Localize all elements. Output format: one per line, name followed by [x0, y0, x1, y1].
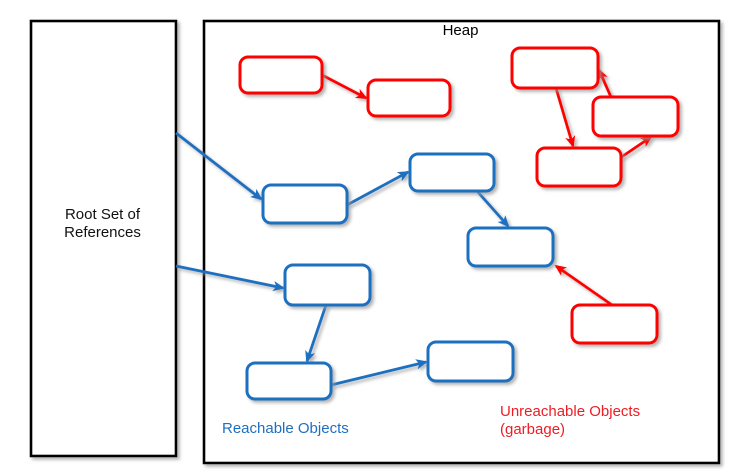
object-node-r4[interactable]: [591, 95, 680, 138]
node-group: [238, 46, 680, 401]
legend-reachable-objects: Reachable Objects: [222, 420, 349, 437]
object-node-r6[interactable]: [570, 303, 659, 345]
reference-arrow-b2-to-b3: [475, 190, 510, 228]
root-set-panel: [29, 19, 178, 458]
reference-arrow-r5-to-r4: [619, 135, 653, 160]
object-node-r3[interactable]: [510, 46, 600, 90]
reference-arrow-root-to-b1: [175, 131, 263, 201]
reference-arrow-root-to-b4: [175, 264, 285, 292]
legend-unreachable-objects: Unreachable Objects(garbage): [500, 403, 641, 439]
object-node-b6[interactable]: [426, 340, 515, 383]
reference-arrow-r4-to-r3: [597, 68, 613, 98]
object-node-r1[interactable]: [238, 55, 324, 95]
object-node-b3[interactable]: [466, 226, 555, 268]
reference-arrow-b5-to-b6: [330, 359, 428, 387]
heap-title: Heap: [442, 22, 479, 39]
object-node-b4[interactable]: [283, 263, 372, 307]
object-node-r5[interactable]: [535, 146, 623, 188]
object-node-b2[interactable]: [408, 152, 496, 193]
edge-group: [175, 68, 653, 387]
object-node-r2[interactable]: [366, 78, 452, 118]
reference-arrow-r1-to-r2: [321, 73, 368, 100]
object-node-b1[interactable]: [261, 183, 349, 225]
reference-arrow-r6-to-b3: [554, 264, 613, 307]
reference-arrow-b1-to-b2: [346, 170, 410, 207]
object-node-b5[interactable]: [245, 361, 333, 401]
reference-arrow-r3-to-r5: [554, 87, 576, 148]
reference-arrow-b4-to-b5: [305, 304, 328, 363]
